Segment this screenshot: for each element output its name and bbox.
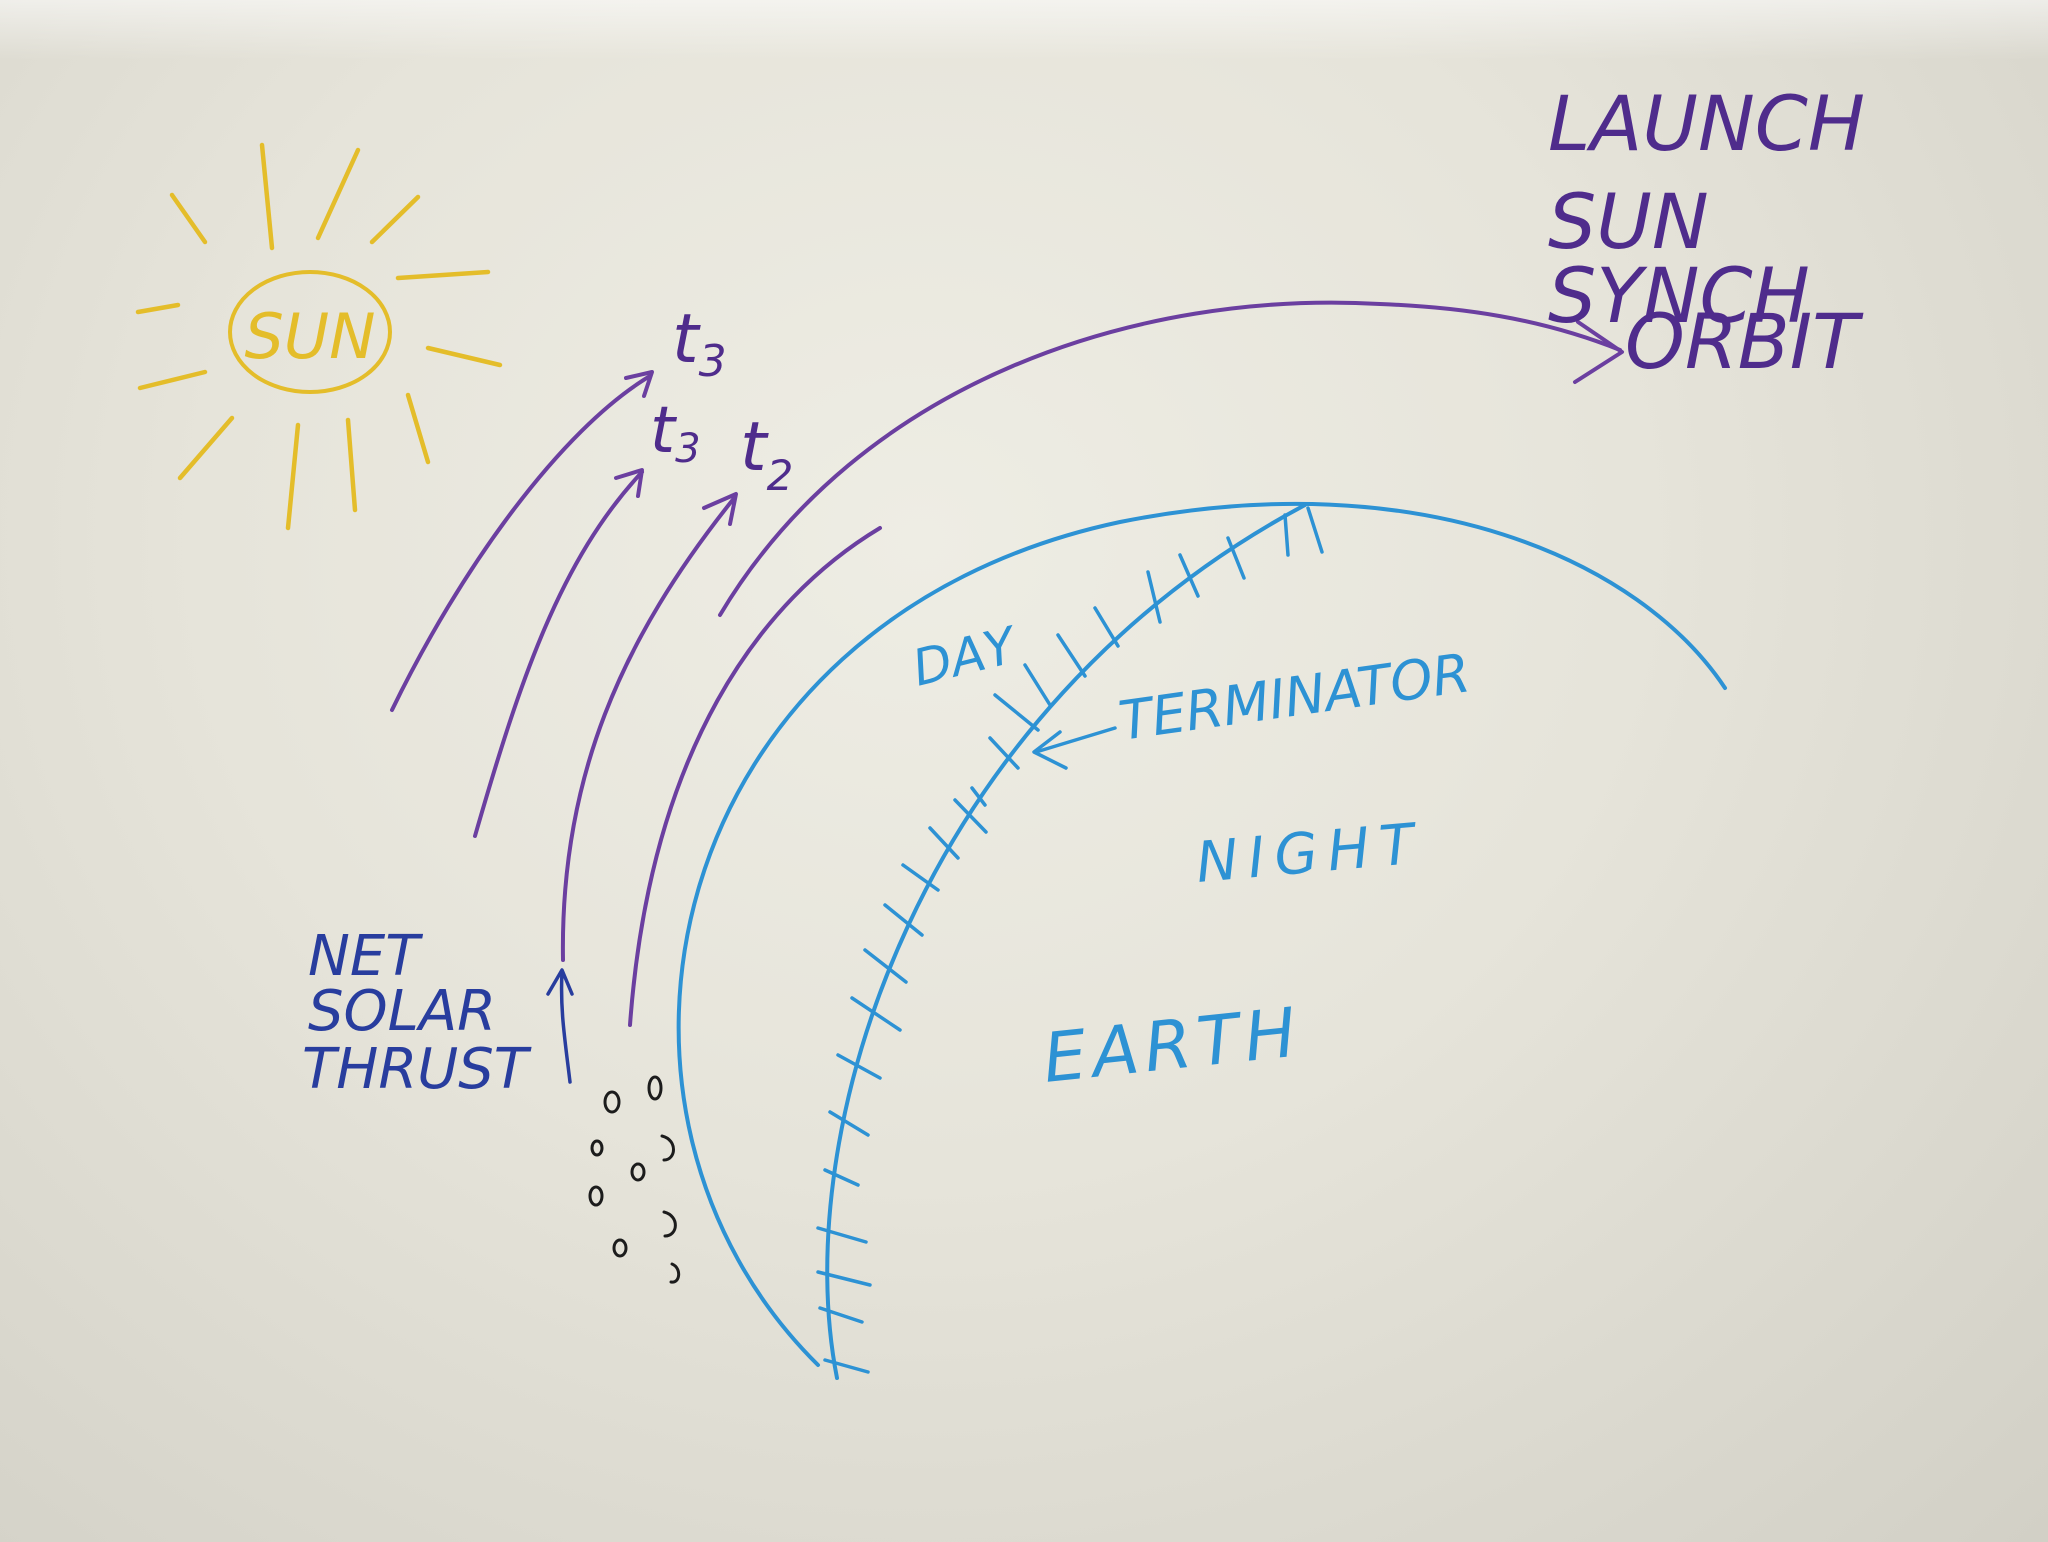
exhaust-particle bbox=[630, 1162, 646, 1182]
arrowhead-icon bbox=[1573, 320, 1624, 384]
arrowhead-icon bbox=[624, 370, 654, 398]
hatch-mark bbox=[1306, 506, 1324, 554]
launch-label-line-1: LAUNCH bbox=[1548, 79, 1865, 168]
hatch-mark bbox=[993, 693, 1040, 732]
exhaust-particle bbox=[662, 1210, 677, 1238]
time-label-t3-upper-base: t bbox=[672, 300, 701, 379]
hatch-mark bbox=[850, 996, 902, 1032]
hatch-mark bbox=[1178, 553, 1200, 598]
trajectory-arc-lift bbox=[560, 495, 737, 962]
hatch-mark bbox=[1056, 633, 1087, 678]
exhaust-particle bbox=[647, 1075, 663, 1101]
net-solar-thrust-label: NET SOLAR THRUST bbox=[302, 924, 532, 1102]
exhaust-particle bbox=[660, 1134, 675, 1162]
hatch-mark bbox=[970, 786, 987, 807]
orbit-path bbox=[718, 300, 1622, 617]
hatch-mark bbox=[1283, 513, 1290, 557]
hatch-mark bbox=[816, 1270, 872, 1287]
hatch-mark bbox=[1093, 606, 1120, 648]
time-label-t2-subscript: 2 bbox=[767, 451, 794, 500]
hatch-mark bbox=[818, 1306, 864, 1324]
earth bbox=[676, 502, 1727, 1380]
trajectory-arc-t3-outer bbox=[390, 374, 652, 712]
exhaust-particle bbox=[612, 1238, 628, 1258]
hatch-mark bbox=[816, 1226, 868, 1244]
sun-ray bbox=[425, 345, 503, 368]
time-label-t3-lower: t3 bbox=[650, 394, 701, 472]
trajectory-arc-t3-inner bbox=[473, 470, 644, 838]
exhaust-particle bbox=[603, 1090, 621, 1114]
terminator-label: TERMINATOR bbox=[1115, 641, 1474, 753]
hatch-mark bbox=[823, 1358, 870, 1374]
exhaust-particle bbox=[669, 1262, 681, 1284]
hatch-mark bbox=[863, 948, 908, 984]
sun bbox=[135, 142, 503, 531]
hatch-mark bbox=[836, 1053, 882, 1080]
launch-label-line-3: SYNCH bbox=[1548, 251, 1810, 340]
board-glare bbox=[0, 0, 2048, 60]
terminator-line bbox=[825, 503, 1307, 1380]
sun-ray bbox=[405, 392, 431, 465]
hatch-mark bbox=[953, 798, 988, 834]
net-solar-thrust-line-2: SOLAR bbox=[308, 979, 496, 1044]
sun-ray bbox=[369, 194, 421, 245]
sun-ray bbox=[395, 269, 491, 281]
hatch-mark bbox=[928, 826, 960, 860]
thrust-arrow-shaft bbox=[559, 970, 572, 1084]
earth-label: EARTH bbox=[1040, 993, 1306, 1099]
sun-rays bbox=[135, 142, 503, 531]
exhaust-particles bbox=[588, 1075, 681, 1284]
time-labels: t3 t3 t2 bbox=[650, 300, 793, 500]
sun-ray bbox=[315, 147, 361, 241]
launch-sun-synch-orbit-label: LAUNCH SUN SYNCH ORBIT bbox=[1548, 79, 1865, 386]
net-solar-thrust-line-1: NET bbox=[308, 924, 423, 989]
sun-ray bbox=[137, 369, 208, 391]
time-label-t2: t2 bbox=[740, 408, 793, 500]
terminator-hatching bbox=[816, 506, 1324, 1374]
time-label-t3-lower-base: t bbox=[650, 394, 678, 468]
arrowhead-icon bbox=[546, 968, 574, 996]
sun-ray bbox=[345, 417, 358, 513]
sun-ray bbox=[177, 415, 235, 481]
time-label-t3-upper: t3 bbox=[672, 300, 727, 387]
trajectory-arc-t2 bbox=[628, 526, 882, 1027]
hatch-mark bbox=[823, 1168, 860, 1187]
day-label: DAY bbox=[907, 616, 1025, 698]
hatch-mark bbox=[828, 1110, 870, 1137]
sun-label: SUN bbox=[244, 300, 375, 373]
sun-ray bbox=[259, 142, 275, 251]
hatch-mark bbox=[1146, 570, 1162, 624]
arrowhead-icon bbox=[702, 492, 738, 526]
launch-label-line-4: ORBIT bbox=[1625, 297, 1864, 386]
hatch-mark bbox=[1023, 663, 1052, 707]
terminator-pointer-shaft bbox=[1034, 726, 1117, 754]
launch-label-line-2: SUN bbox=[1548, 177, 1709, 266]
hatch-mark bbox=[1226, 536, 1246, 580]
sun-ray bbox=[285, 422, 301, 531]
net-solar-thrust-line-3: THRUST bbox=[302, 1037, 532, 1102]
earth-horizon-arc bbox=[676, 502, 1727, 1367]
sun-ray bbox=[169, 192, 208, 245]
exhaust-particle bbox=[588, 1185, 604, 1207]
hatch-mark bbox=[901, 863, 940, 892]
terminator-pointer bbox=[1032, 726, 1117, 770]
sun-ray bbox=[135, 302, 181, 315]
night-label: NIGHT bbox=[1194, 811, 1427, 896]
hatch-mark bbox=[883, 903, 924, 937]
arrowhead-icon bbox=[1032, 730, 1068, 770]
thrust-arrow bbox=[546, 968, 574, 1084]
sun-disc bbox=[228, 270, 392, 394]
time-label-t2-base: t bbox=[740, 408, 769, 487]
exhaust-particle bbox=[590, 1139, 604, 1157]
arrowhead-icon bbox=[614, 468, 644, 498]
trajectory-arcs bbox=[390, 300, 1624, 1027]
time-label-t3-upper-subscript: 3 bbox=[699, 336, 727, 387]
hatch-mark bbox=[988, 736, 1020, 770]
time-label-t3-lower-subscript: 3 bbox=[675, 426, 700, 472]
